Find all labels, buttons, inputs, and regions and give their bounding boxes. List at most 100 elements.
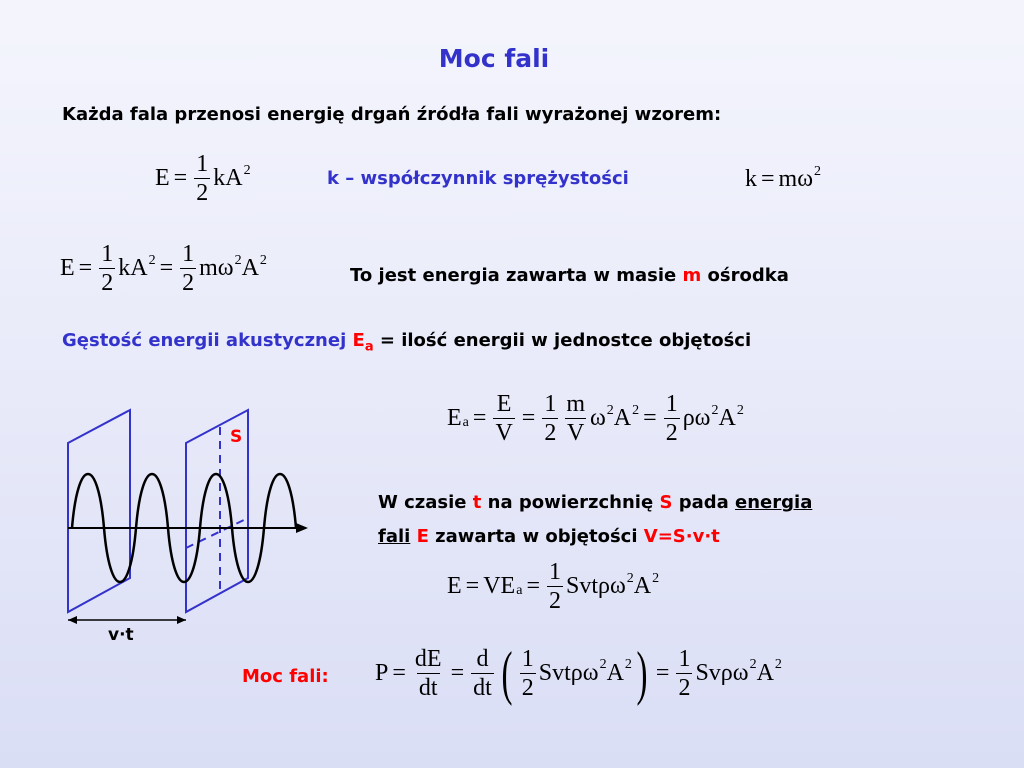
time-note-p2: na powierzchnię [481, 492, 660, 513]
f6-d4: 2 [676, 672, 693, 701]
f6-eq1: = [392, 659, 406, 686]
f1-lhs: E [155, 165, 170, 191]
f2-exp: 2 [814, 163, 822, 179]
time-note-fali: fali [378, 526, 411, 547]
intro-text: Każda fala przenosi energię drgań źródła… [62, 104, 722, 125]
f4-fd: V [493, 418, 515, 446]
f4-b4: A [718, 405, 736, 431]
density-label: Gęstość energii akustycznej [62, 330, 353, 351]
time-note-volume: V=S·v·t [643, 526, 720, 547]
density-definition: Gęstość energii akustycznej Ea = ilość e… [62, 330, 751, 355]
f4-lhs: E [447, 405, 462, 431]
f6-eq2: = [450, 659, 465, 686]
f1-body: kA [213, 165, 243, 191]
f4-e4: 2 [736, 402, 744, 418]
f6-right-paren: ) [636, 640, 648, 706]
energy-note-end: ośrodka [701, 265, 789, 286]
f4-b3: ρω [682, 405, 711, 431]
time-note-s: S [659, 492, 673, 513]
f3-body1: kA [118, 255, 148, 281]
f4-e1: 2 [606, 402, 614, 418]
f6-fraction-de-dt: dE dt [413, 647, 444, 700]
f4-fraction-half: 1 2 [542, 391, 559, 446]
k-definition: k – współczynnik sprężystości [327, 168, 629, 189]
f5-fraction: 1 2 [546, 559, 563, 614]
axis-arrowhead [296, 523, 308, 533]
f4-b2: A [613, 405, 632, 431]
f4-fraction-mv: m V [564, 392, 587, 445]
f5-e1: 2 [626, 570, 634, 586]
f6-n3: 1 [521, 645, 534, 672]
f1-eq: = [173, 165, 188, 191]
f4-b1: ω [590, 405, 606, 431]
time-note-p4: zawarta w objętości [428, 526, 644, 547]
f6-lhs: P [375, 659, 389, 686]
time-note-line-1: W czasie t na powierzchnię S pada energi… [378, 486, 812, 520]
f3-body2b: A [241, 255, 259, 281]
f5-n: 1 [548, 559, 561, 585]
page-title: Moc fali [438, 44, 550, 73]
f4-n2: m [566, 391, 585, 417]
f2-k: k [745, 166, 757, 192]
f3-fraction-1: 1 2 [99, 241, 116, 295]
plane-diagonal-dashed [185, 517, 249, 549]
f3-lhs: E [60, 255, 75, 281]
f5-sub: a [516, 582, 523, 598]
f4-eq1: = [472, 405, 487, 431]
f5-d: 2 [546, 586, 563, 614]
right-plane [185, 408, 249, 614]
density-text: = ilość energii w jednostce objętości [373, 330, 752, 351]
f4-d1: 2 [542, 418, 559, 446]
f4-fraction-half-2: 1 2 [663, 391, 680, 446]
time-note: W czasie t na powierzchnię S pada energi… [378, 486, 812, 554]
f5-e2: 2 [652, 570, 660, 586]
f6-left-paren: ( [501, 640, 513, 706]
time-note-p1: W czasie [378, 492, 473, 513]
energy-note: To jest energia zawarta w masie m ośrodk… [350, 265, 789, 286]
f6-e4: 2 [774, 657, 782, 672]
time-note-energia: energia [735, 492, 813, 513]
f4-n3: 1 [665, 391, 678, 417]
f3-den2: 2 [180, 268, 197, 296]
f4-e3: 2 [711, 402, 719, 418]
f4-e2: 2 [632, 402, 640, 418]
f4-d3: 2 [663, 418, 680, 446]
f5-b3: A [633, 573, 652, 599]
time-note-line-2: fali E zawarta w objętości V=S·v·t [378, 520, 812, 554]
f4-n1: 1 [544, 391, 557, 417]
f6-n4: 1 [678, 645, 691, 672]
f1-fraction: 1 2 [194, 151, 211, 205]
f6-fraction-half-2: 1 2 [676, 645, 693, 701]
f5-eq1: = [465, 573, 480, 599]
f3-exp2b: 2 [259, 252, 267, 268]
f3-num1: 1 [101, 241, 114, 267]
f1-exp: 2 [243, 162, 251, 178]
f6-n2: d [476, 645, 489, 672]
density-symbol: E [352, 330, 365, 351]
f4-d2: V [564, 418, 587, 446]
f6-e2: 2 [624, 657, 632, 672]
f6-fraction-half: 1 2 [519, 645, 536, 700]
density-subscript: a [364, 339, 374, 355]
f3-exp1: 2 [148, 252, 156, 268]
left-plane [67, 408, 131, 614]
power-label: Moc fali: [242, 666, 329, 687]
f3-exp2a: 2 [234, 252, 242, 268]
f6-eq3: = [655, 659, 670, 686]
f6-fraction-d-dt: d dt [471, 647, 494, 700]
f2-body: mω [778, 166, 814, 192]
f1-num: 1 [196, 151, 209, 177]
f3-eq2: = [159, 255, 174, 281]
f3-eq1: = [78, 255, 93, 281]
f6-b4: A [756, 659, 774, 686]
f5-b2: Svtρω [565, 573, 626, 599]
time-note-e: E [416, 526, 429, 547]
f3-fraction-2: 1 2 [180, 242, 197, 296]
f5-b1: VE [483, 573, 516, 599]
f2-eq: = [761, 166, 775, 192]
